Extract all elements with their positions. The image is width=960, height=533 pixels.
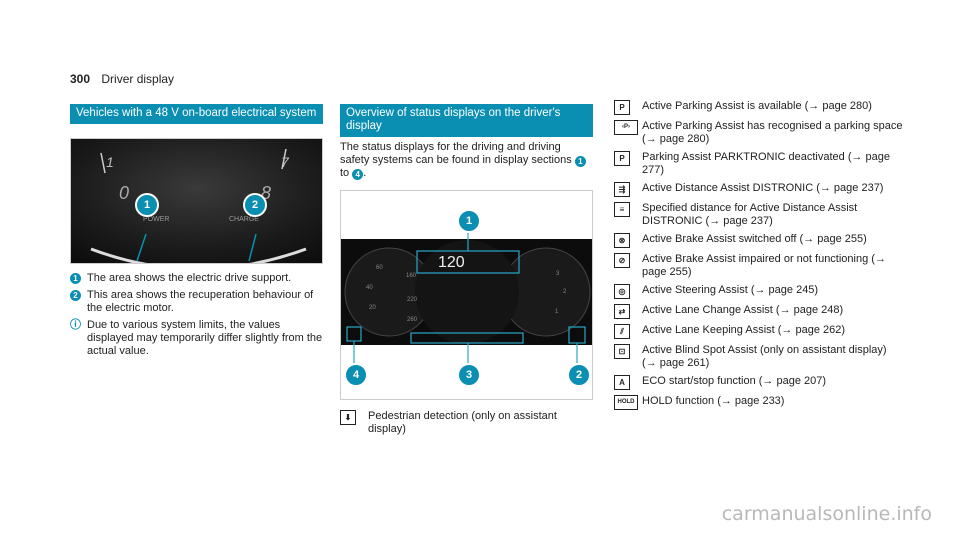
list-item: 2 This area shows the recuperation behav… bbox=[70, 289, 323, 315]
distronic-icon: ⇶ bbox=[614, 182, 630, 197]
symbol-text: Active Brake Assist switched off (→ page… bbox=[642, 233, 867, 245]
symbol-row: ⇶ Active Distance Assist DISTRONIC (→ pag… bbox=[614, 182, 904, 197]
symbol-row: P Parking Assist PARKTRONIC deactivated (… bbox=[614, 151, 904, 177]
page-header: 300 Driver display bbox=[70, 72, 174, 86]
steering-assist-icon: ◎ bbox=[614, 284, 630, 299]
intro-to-word: to bbox=[340, 167, 350, 179]
gauge-legend: 1 The area shows the electric drive supp… bbox=[70, 272, 323, 358]
svg-text:0: 0 bbox=[119, 183, 129, 203]
middle-column: Overview of status displays on the drive… bbox=[340, 104, 593, 436]
gauge-illustration: 1 7 0 8 POWER CHARGE bbox=[71, 139, 322, 263]
svg-text:1: 1 bbox=[555, 309, 559, 315]
callout-1: 1 bbox=[135, 193, 159, 217]
svg-text:160: 160 bbox=[406, 273, 417, 279]
list-item: 1 The area shows the electric drive supp… bbox=[70, 272, 323, 285]
symbol-row: P Active Parking Assist is available (→ p… bbox=[614, 100, 904, 115]
symbol-row: HOLD HOLD function (→ page 233) bbox=[614, 395, 904, 410]
symbol-text: Active Blind Spot Assist (only on assist… bbox=[642, 344, 887, 369]
pedestrian-icon: ⬇ bbox=[340, 410, 356, 425]
right-column: P Active Parking Assist is available (→ p… bbox=[614, 100, 904, 415]
dashboard-image: 120 60 40 20 160 220 260 3 2 1 1 2 3 4 bbox=[340, 190, 593, 400]
symbol-text: HOLD function (→ page 233) bbox=[642, 395, 785, 407]
svg-text:220: 220 bbox=[407, 297, 418, 303]
callout-4: 4 bbox=[344, 363, 368, 387]
callout-3: 3 bbox=[457, 363, 481, 387]
gauge-image: 1 7 0 8 POWER CHARGE 1 2 bbox=[70, 138, 323, 264]
speed-readout: 120 bbox=[438, 254, 465, 271]
symbol-text: Specified distance for Active Distance A… bbox=[642, 202, 858, 227]
svg-text:8: 8 bbox=[261, 183, 271, 203]
symbol-text: Active Distance Assist DISTRONIC (→ page… bbox=[642, 182, 884, 194]
svg-text:2: 2 bbox=[563, 289, 567, 295]
note-item: ⓘ Due to various system limits, the valu… bbox=[70, 319, 323, 358]
svg-text:3: 3 bbox=[556, 271, 560, 277]
symbol-row: ◎ Active Steering Assist (→ page 245) bbox=[614, 284, 904, 299]
item-number: 2 bbox=[70, 290, 81, 301]
svg-text:1: 1 bbox=[106, 154, 114, 170]
svg-text:7: 7 bbox=[281, 154, 290, 170]
svg-text:260: 260 bbox=[407, 317, 418, 323]
section-title-48v: Vehicles with a 48 V on-board electrical… bbox=[70, 104, 323, 124]
section-ref-to: 4 bbox=[352, 169, 364, 180]
symbol-text: Active Steering Assist (→ page 245) bbox=[642, 284, 819, 296]
parktronic-off-icon: P bbox=[614, 151, 630, 166]
section-ref-from: 1 bbox=[574, 156, 586, 167]
section-name: Driver display bbox=[101, 72, 175, 86]
charge-label: CHARGE bbox=[229, 216, 259, 223]
symbol-row: ⊡ Active Blind Spot Assist (only on assis… bbox=[614, 344, 904, 370]
intro-text: The status displays for the driving and … bbox=[340, 141, 572, 166]
item-text: The area shows the electric drive suppor… bbox=[87, 272, 292, 284]
symbol-text: Active Parking Assist has recognised a p… bbox=[642, 120, 903, 145]
symbol-text: Active Parking Assist is available (→ pa… bbox=[642, 100, 872, 112]
symbol-text: Active Lane Keeping Assist (→ page 262) bbox=[642, 324, 846, 336]
symbol-text: Pedestrian detection (only on assistant … bbox=[368, 410, 557, 435]
symbol-row: A ECO start/stop function (→ page 207) bbox=[614, 375, 904, 390]
callout-1: 1 bbox=[457, 209, 481, 233]
symbol-row: ≡ Specified distance for Active Distance … bbox=[614, 202, 904, 228]
blind-spot-icon: ⊡ bbox=[614, 344, 630, 359]
section-title-status-displays: Overview of status displays on the drive… bbox=[340, 104, 593, 137]
symbol-row: ⊗ Active Brake Assist switched off (→ pag… bbox=[614, 233, 904, 248]
item-text: This area shows the recuperation behavio… bbox=[87, 289, 314, 314]
eco-icon: A bbox=[614, 375, 630, 390]
intro-paragraph: The status displays for the driving and … bbox=[340, 141, 593, 180]
distance-icon: ≡ bbox=[614, 202, 630, 217]
watermark: carmanualsonline.info bbox=[721, 503, 932, 525]
callout-2: 2 bbox=[243, 193, 267, 217]
lane-keeping-icon: ⫽ bbox=[614, 324, 630, 339]
symbol-text: ECO start/stop function (→ page 207) bbox=[642, 375, 827, 387]
page-number: 300 bbox=[70, 72, 91, 86]
symbol-row-pedestrian: ⬇ Pedestrian detection (only on assistan… bbox=[340, 410, 593, 436]
hold-icon: HOLD bbox=[614, 395, 638, 410]
note-text: Due to various system limits, the values… bbox=[87, 319, 323, 357]
power-label: POWER bbox=[143, 216, 169, 223]
symbol-text: Active Brake Assist impaired or not func… bbox=[642, 253, 886, 278]
left-column: Vehicles with a 48 V on-board electrical… bbox=[70, 104, 323, 362]
symbol-row: ⇄ Active Lane Change Assist (→ page 248) bbox=[614, 304, 904, 319]
parking-icon: P bbox=[614, 100, 630, 115]
symbol-text: Active Lane Change Assist (→ page 248) bbox=[642, 304, 844, 316]
intro-end: . bbox=[363, 167, 367, 179]
info-icon: ⓘ bbox=[70, 319, 81, 331]
svg-text:60: 60 bbox=[376, 265, 383, 271]
item-number: 1 bbox=[70, 273, 81, 284]
symbol-text: Parking Assist PARKTRONIC deactivated (→… bbox=[642, 151, 891, 176]
symbol-row: ‹P› Active Parking Assist has recognised … bbox=[614, 120, 904, 146]
dashboard-illustration: 120 60 40 20 160 220 260 3 2 1 bbox=[341, 231, 592, 363]
symbol-row: ⫽ Active Lane Keeping Assist (→ page 262) bbox=[614, 324, 904, 339]
brake-assist-impaired-icon: ⊘ bbox=[614, 253, 630, 268]
callout-2: 2 bbox=[567, 363, 591, 387]
svg-text:40: 40 bbox=[366, 285, 373, 291]
parking-space-icon: ‹P› bbox=[614, 120, 638, 135]
symbol-row: ⊘ Active Brake Assist impaired or not fun… bbox=[614, 253, 904, 279]
svg-text:20: 20 bbox=[369, 305, 376, 311]
brake-assist-off-icon: ⊗ bbox=[614, 233, 630, 248]
lane-change-icon: ⇄ bbox=[614, 304, 630, 319]
